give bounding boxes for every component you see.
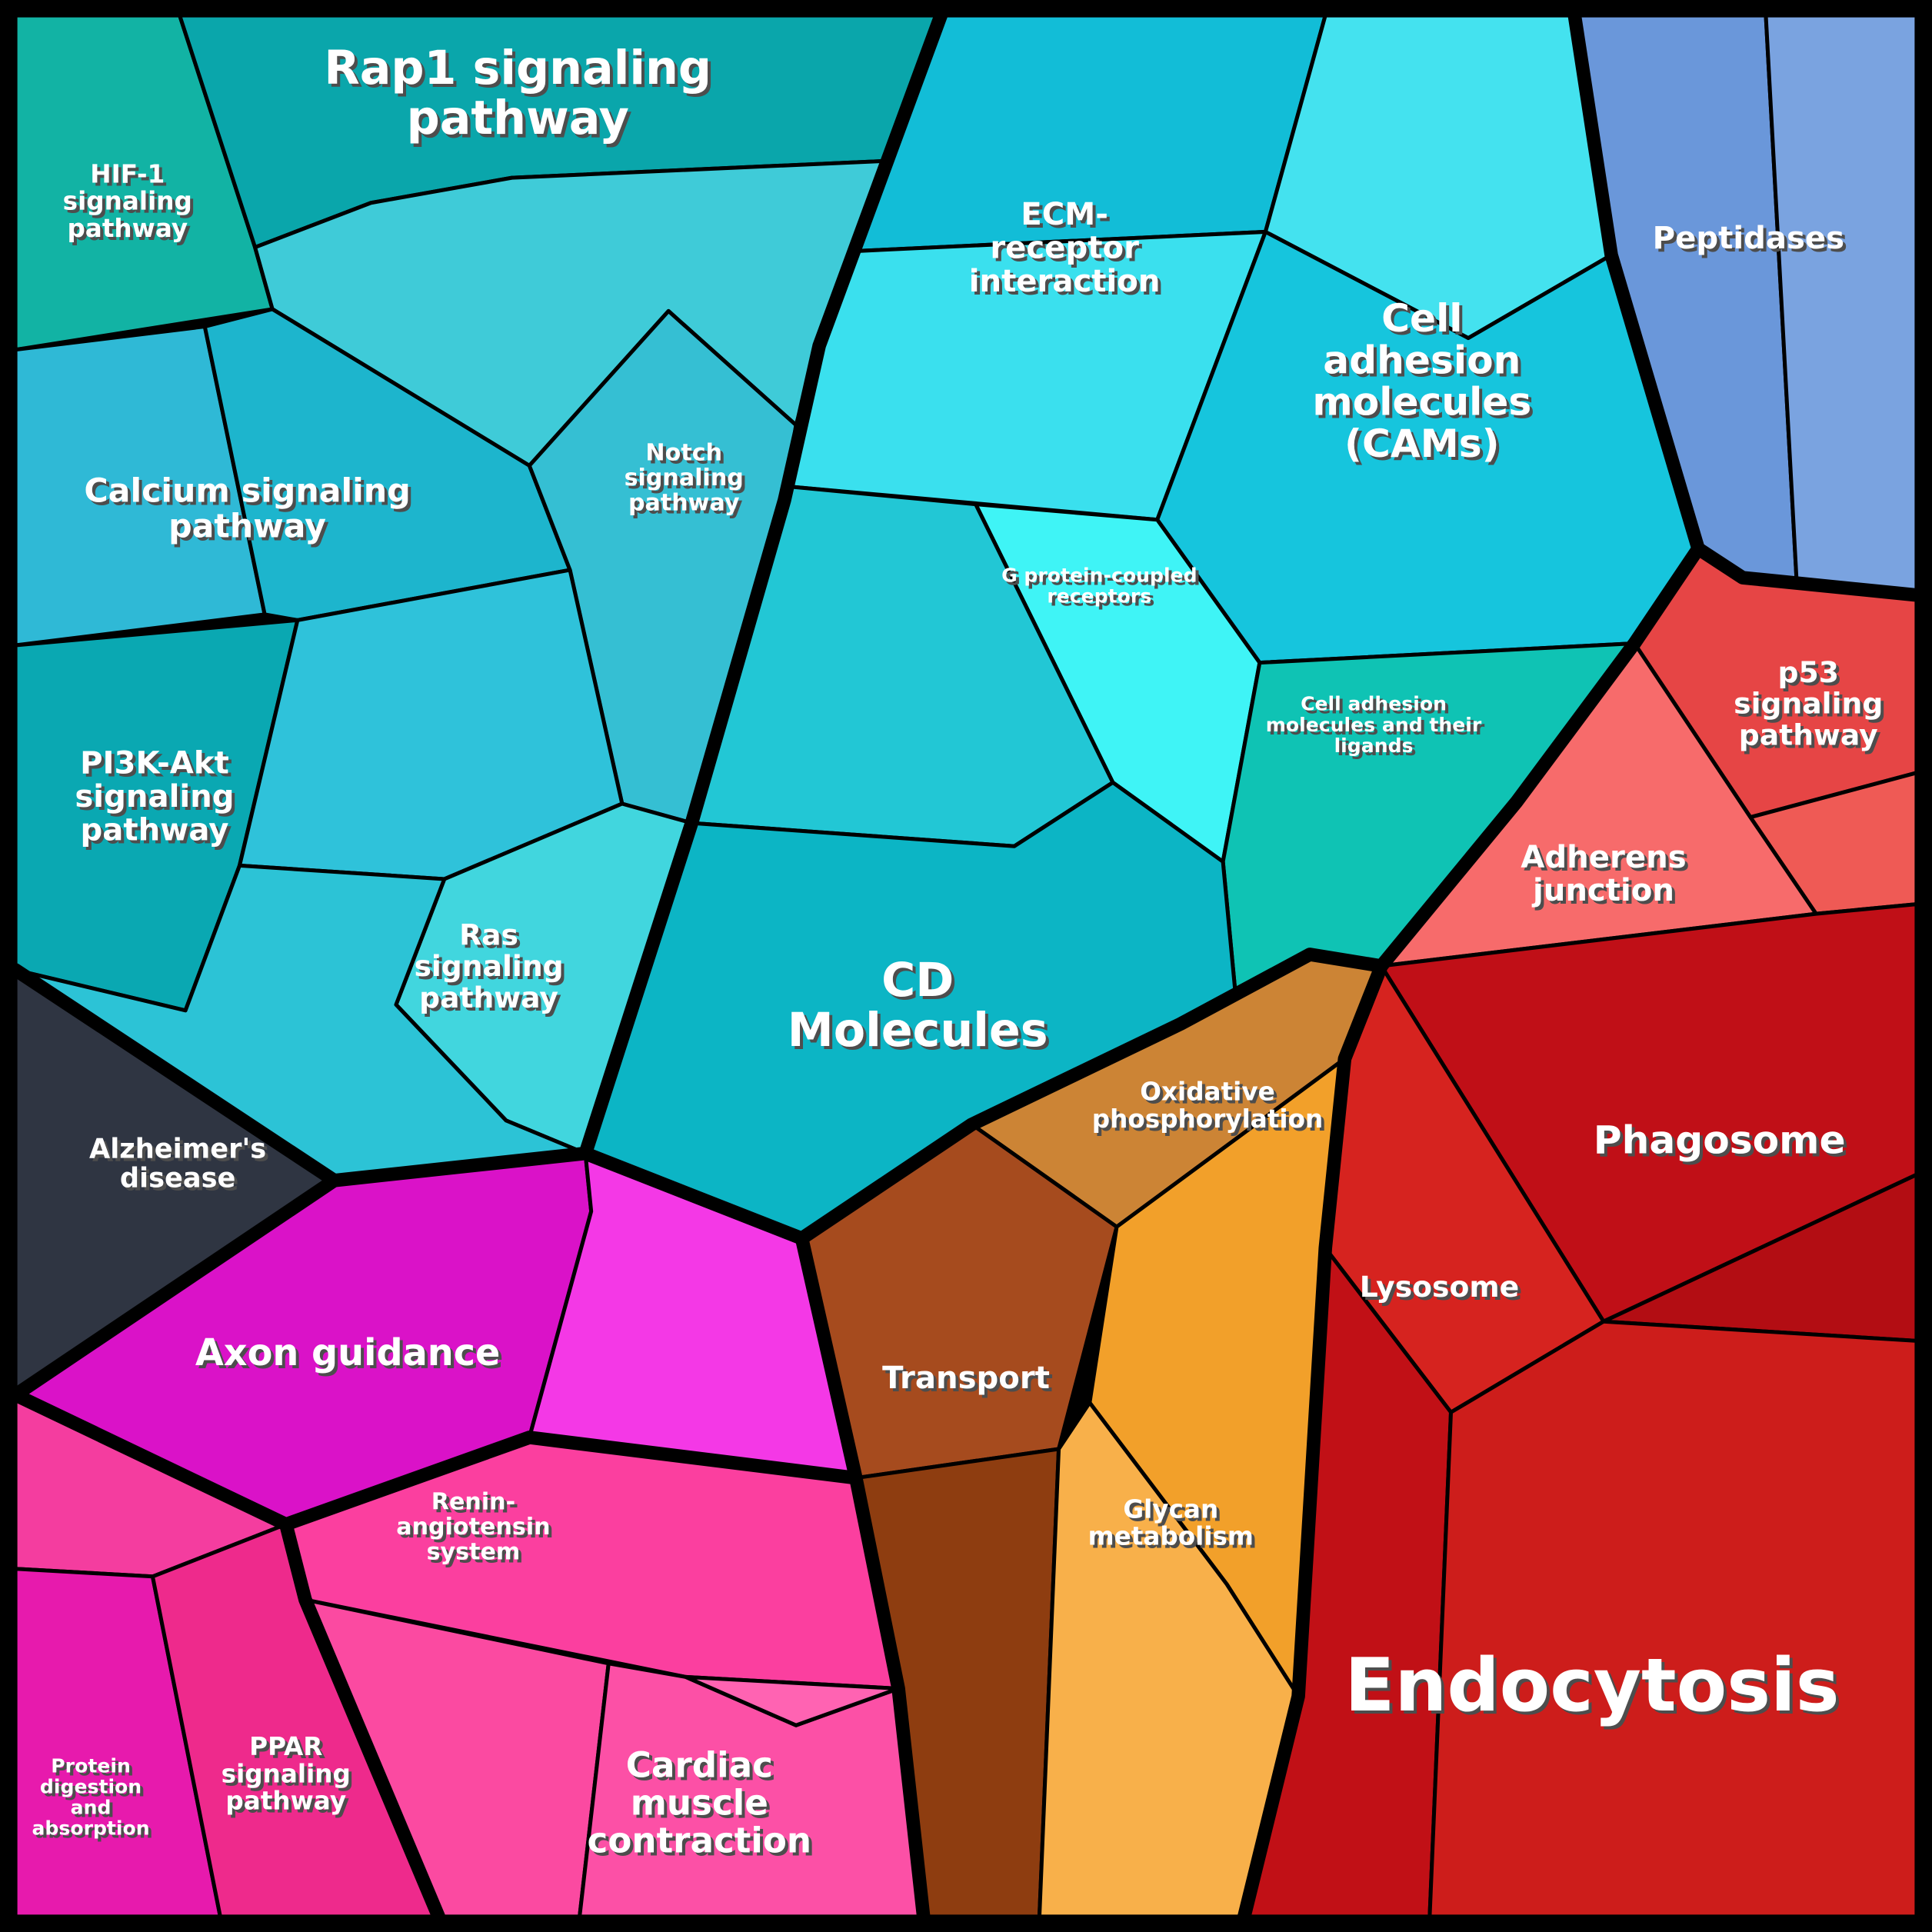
group-border-1 [327, 1146, 592, 1188]
group-border-8 [1691, 541, 1924, 602]
group-border-3 [578, 1146, 809, 1245]
group-border-6 [1374, 541, 1705, 973]
group-border-11 [278, 1517, 446, 1924]
group-border-5 [794, 1231, 931, 1924]
group-border-7 [1567, 8, 1705, 556]
group-border-9 [1237, 959, 1388, 1924]
region-cardiac-sub-right[interactable] [684, 1674, 901, 1727]
group-border-2 [8, 963, 341, 1402]
region-endocytosis[interactable] [1427, 1319, 1919, 1919]
group-border-0 [578, 8, 948, 1161]
group-border-10 [8, 1387, 863, 1531]
group-border-4 [794, 948, 1388, 1245]
